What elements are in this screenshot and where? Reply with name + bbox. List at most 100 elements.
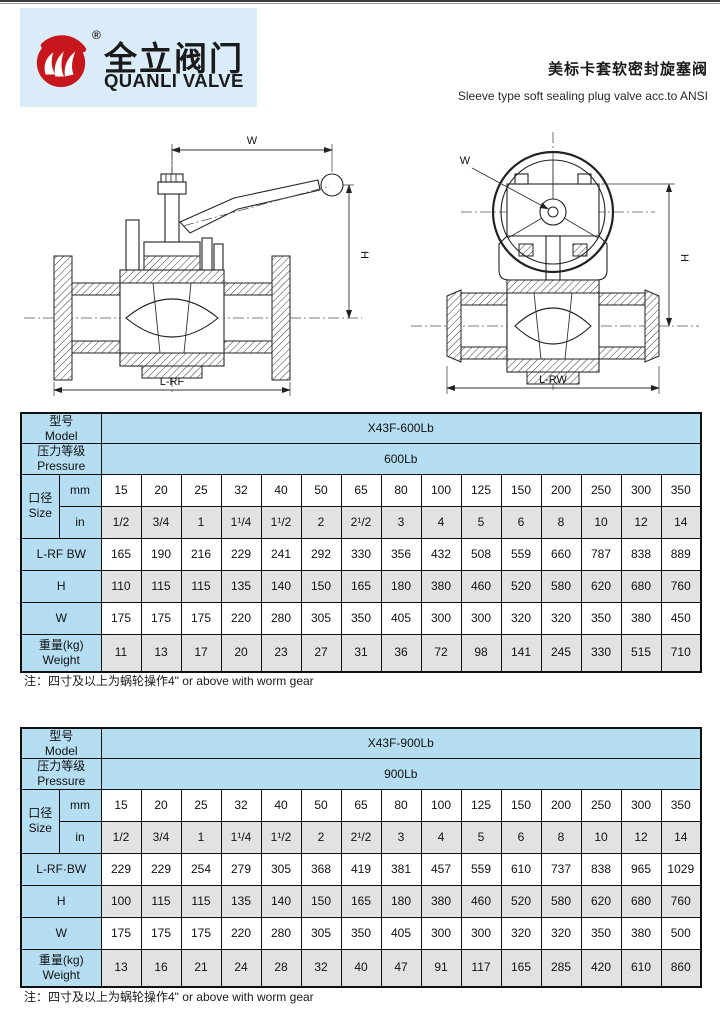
weld-end-left xyxy=(446,289,462,363)
dim-value: 460 xyxy=(460,884,502,918)
dim-value: 405 xyxy=(380,601,422,635)
dim-value: 31 xyxy=(340,633,382,672)
dim-row-label: L-RF BW xyxy=(20,537,102,571)
size-value: 2 xyxy=(300,820,342,854)
dim-value: 405 xyxy=(380,916,422,950)
dim-value: 165 xyxy=(100,537,142,571)
dim-value: 860 xyxy=(660,948,702,987)
size-value: 300 xyxy=(620,788,662,822)
dim-value: 280 xyxy=(260,916,302,950)
model-value: X43F-600Lb xyxy=(100,412,702,445)
dim-value: 320 xyxy=(500,601,542,635)
dim-value: 165 xyxy=(500,948,542,987)
size-value: 14 xyxy=(660,505,702,539)
dim-row-label: H xyxy=(20,884,102,918)
dim-value: 27 xyxy=(300,633,342,672)
brand-name-chinese: 全立阀门 xyxy=(104,40,244,77)
dim-value: 300 xyxy=(460,601,502,635)
size-value: 200 xyxy=(540,473,582,507)
dim-value: 175 xyxy=(180,601,222,635)
size-value: 8 xyxy=(540,505,582,539)
product-title-chinese: 美标卡套软密封旋塞阀 xyxy=(547,61,708,78)
size-value: 32 xyxy=(220,788,262,822)
dim-row-label: W xyxy=(20,601,102,635)
size-value: 1¹/4 xyxy=(220,505,262,539)
table-note-2: 注：四寸及以上为蜗轮操作4" or above with worm gear xyxy=(24,990,314,1004)
dim-value: 220 xyxy=(220,601,262,635)
size-value: 1 xyxy=(180,820,222,854)
size-label: 口径 Size xyxy=(20,473,60,539)
dim-value: 180 xyxy=(380,569,422,603)
size-value: 300 xyxy=(620,473,662,507)
dim-value: 292 xyxy=(300,537,342,571)
dim-value: 580 xyxy=(540,884,582,918)
top-rule xyxy=(0,0,720,4)
size-value: 20 xyxy=(140,473,182,507)
size-value: 250 xyxy=(580,473,622,507)
size-value: 5 xyxy=(460,505,502,539)
size-value: 2¹/2 xyxy=(340,820,382,854)
size-value: 125 xyxy=(460,473,502,507)
dim-value: 285 xyxy=(540,948,582,987)
unit-label-in: in xyxy=(58,820,102,854)
size-value: 150 xyxy=(500,473,542,507)
dim-value: 660 xyxy=(540,537,582,571)
dim-value: 115 xyxy=(180,569,222,603)
size-value: 80 xyxy=(380,473,422,507)
dim-value: 580 xyxy=(540,569,582,603)
dim-value: 320 xyxy=(540,916,582,950)
model-label: 型号 Model xyxy=(20,412,102,445)
size-value: 12 xyxy=(620,820,662,854)
dim-value: 965 xyxy=(620,852,662,886)
registered-trademark: ® xyxy=(92,28,101,42)
dim-value: 559 xyxy=(460,852,502,886)
pressure-value: 600Lb xyxy=(100,443,702,475)
size-value: 2 xyxy=(300,505,342,539)
dim-value: 135 xyxy=(220,569,262,603)
dim-value: 300 xyxy=(420,601,462,635)
size-value: 6 xyxy=(500,820,542,854)
stem xyxy=(164,191,180,243)
dim-value: 419 xyxy=(340,852,382,886)
dim-value: 115 xyxy=(140,569,182,603)
dim-value: 380 xyxy=(420,884,462,918)
dim-value: 117 xyxy=(460,948,502,987)
size-value: 6 xyxy=(500,505,542,539)
size-value: 1/2 xyxy=(100,820,142,854)
dim-value: 760 xyxy=(660,569,702,603)
dim-value: 98 xyxy=(460,633,502,672)
size-value: 4 xyxy=(420,820,462,854)
dim-value: 300 xyxy=(460,916,502,950)
size-value: 1¹/2 xyxy=(260,505,302,539)
model-label: 型号 Model xyxy=(20,727,102,760)
dim-value: 680 xyxy=(620,884,662,918)
dim-value: 72 xyxy=(420,633,462,672)
dim-label-lrw: L-RW xyxy=(539,374,568,386)
dim-value: 16 xyxy=(140,948,182,987)
dim-label-h: H xyxy=(358,251,370,259)
size-value: 50 xyxy=(300,788,342,822)
dim-value: 229 xyxy=(100,852,142,886)
dim-value: 380 xyxy=(620,601,662,635)
size-value: 250 xyxy=(580,788,622,822)
size-value: 100 xyxy=(420,788,462,822)
model-value: X43F-900Lb xyxy=(100,727,702,760)
pressure-value: 900Lb xyxy=(100,758,702,790)
dim-value: 165 xyxy=(340,569,382,603)
dim-value: 305 xyxy=(300,916,342,950)
dim-value: 838 xyxy=(620,537,662,571)
size-value: 3/4 xyxy=(140,505,182,539)
dim-value: 241 xyxy=(260,537,302,571)
valve-drawing-gear-weld: W H L-RW xyxy=(411,132,699,394)
dim-value: 381 xyxy=(380,852,422,886)
dim-value: 13 xyxy=(100,948,142,987)
dim-value: 245 xyxy=(540,633,582,672)
dim-value: 135 xyxy=(220,884,262,918)
dim-value: 620 xyxy=(580,884,622,918)
dim-value: 28 xyxy=(260,948,302,987)
dim-value: 32 xyxy=(300,948,342,987)
dim-value: 115 xyxy=(140,884,182,918)
page-titles: 美标卡套软密封旋塞阀 Sleeve type soft sealing plug… xyxy=(458,58,708,103)
